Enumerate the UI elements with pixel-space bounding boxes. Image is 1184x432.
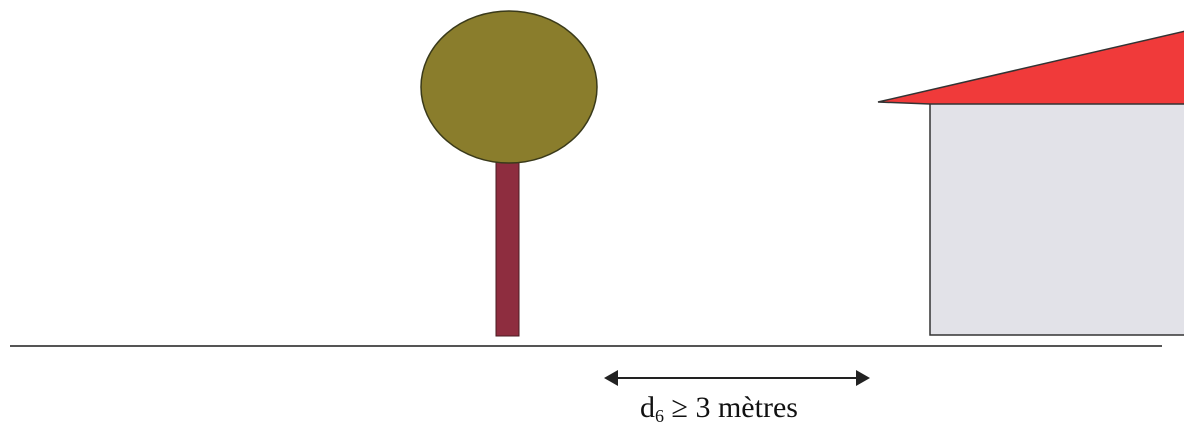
distance-label: d6 ≥ 3 mètres [640, 392, 798, 432]
house-roof [877, 30, 1184, 105]
distance-relation: ≥ 3 mètres [671, 391, 798, 424]
distance-arrow [604, 370, 870, 386]
distance-subscript: 6 [655, 406, 664, 426]
distance-variable: d [640, 391, 655, 424]
tree-trunk [495, 159, 520, 337]
house [877, 30, 1184, 336]
house-wall [929, 101, 1184, 336]
tree-crown [420, 10, 598, 164]
distance-arrow-right-head [856, 370, 870, 386]
distance-arrow-left-head [604, 370, 618, 386]
tree [420, 10, 598, 337]
